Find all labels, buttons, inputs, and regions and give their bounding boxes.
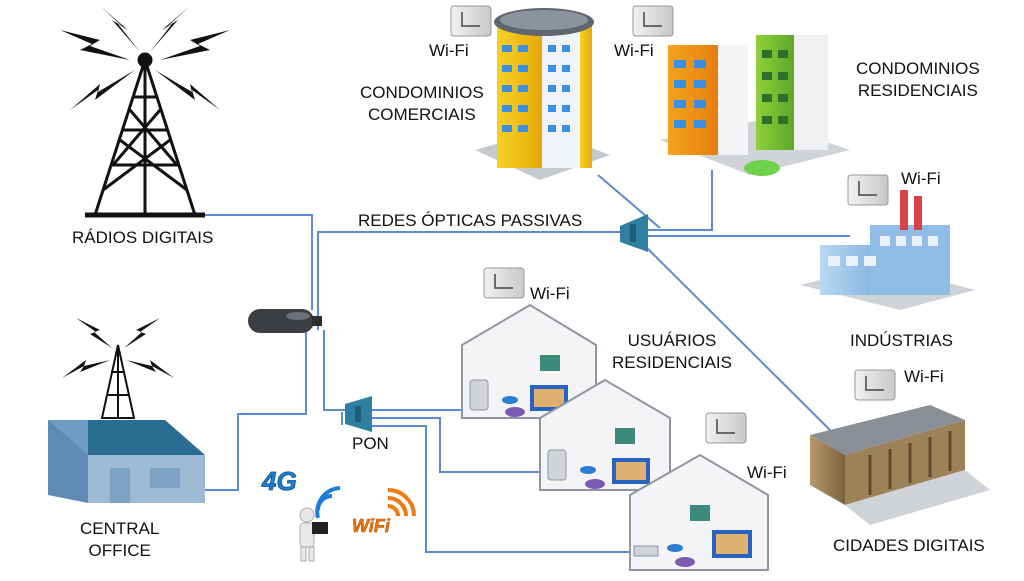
fiber-pon-to-house2 xyxy=(372,417,550,473)
optical-splitter-icon xyxy=(248,309,322,333)
label-pon: PON xyxy=(352,434,389,453)
house-2-icon xyxy=(539,378,671,491)
fiber-to-comercial xyxy=(597,174,661,229)
wifi-logo-text: WiFi xyxy=(352,516,391,536)
pon-splitter-icon xyxy=(345,396,372,432)
label-comerciais-line1: CONDOMINIOS xyxy=(360,83,484,102)
commercial-building-icon xyxy=(475,8,610,180)
label-central: CENTRAL xyxy=(80,519,160,538)
label-residenciais-line2: RESIDENCIAIS xyxy=(857,81,978,100)
wifi-access-point-icon xyxy=(705,412,747,444)
fiber-to-cidades xyxy=(644,245,841,441)
fiber-radios-to-splitter xyxy=(205,214,313,310)
label-office: OFFICE xyxy=(88,541,151,560)
label-residenciais-line1: CONDOMINIOS xyxy=(856,59,980,78)
city-hall-icon xyxy=(810,405,990,525)
residential-condo-icon xyxy=(660,35,850,176)
label-wifi-house: Wi-Fi xyxy=(747,463,787,482)
fiber-lines xyxy=(205,170,850,553)
radio-tower-icon xyxy=(60,6,230,218)
wifi-access-point-icon xyxy=(483,267,525,299)
label-industrias: INDÚSTRIAS xyxy=(850,331,953,350)
label-cidades-digitais: CIDADES DIGITAIS xyxy=(833,536,985,555)
wifi-access-point-icon xyxy=(847,174,889,206)
factory-icon xyxy=(800,190,975,310)
label-usuarios-line2: RESIDENCIAIS xyxy=(612,353,732,372)
fiber-office-to-splitter xyxy=(205,330,307,491)
label-condominios-comerciais: CONDOMINIOS COMERCIAIS xyxy=(360,82,484,126)
fiber-splitter-main-up xyxy=(317,231,620,330)
office-antenna-icon xyxy=(62,318,174,419)
wifi-access-point-icon xyxy=(854,369,896,401)
label-wifi-usuarios: Wi-Fi xyxy=(530,284,570,303)
label-wifi-cidades: Wi-Fi xyxy=(904,367,944,386)
label-usuarios-line1: USUÁRIOS xyxy=(627,331,717,350)
wifi-access-point-icon xyxy=(632,5,674,37)
wifi-access-point-icon xyxy=(450,5,492,37)
label-usuarios-residenciais: USUÁRIOS RESIDENCIAIS xyxy=(612,330,732,374)
person-with-laptop-icon xyxy=(299,486,341,562)
house-3-icon xyxy=(629,453,769,571)
fiber-splitter-to-pon xyxy=(323,330,350,411)
label-wifi-comerciais: Wi-Fi xyxy=(429,41,469,60)
label-wifi-residenciais: Wi-Fi xyxy=(614,41,654,60)
label-central-office: CENTRAL OFFICE xyxy=(80,518,159,562)
label-condominios-residenciais: CONDOMINIOS RESIDENCIAIS xyxy=(856,58,980,102)
4g-logo: 4G xyxy=(261,466,297,496)
fiber-to-residencial xyxy=(640,170,713,231)
label-radios-digitais: RÁDIOS DIGITAIS xyxy=(72,228,214,247)
main-splitter-icon xyxy=(620,214,648,252)
label-redes-opticas: REDES ÓPTICAS PASSIVAS xyxy=(358,211,583,230)
central-office-icon xyxy=(48,318,205,503)
label-wifi-industrias: Wi-Fi xyxy=(901,169,941,188)
fiber-pon-to-house3 xyxy=(372,425,634,553)
label-comerciais-line2: COMERCIAIS xyxy=(368,105,476,124)
wifi-logo-icon xyxy=(387,488,416,517)
